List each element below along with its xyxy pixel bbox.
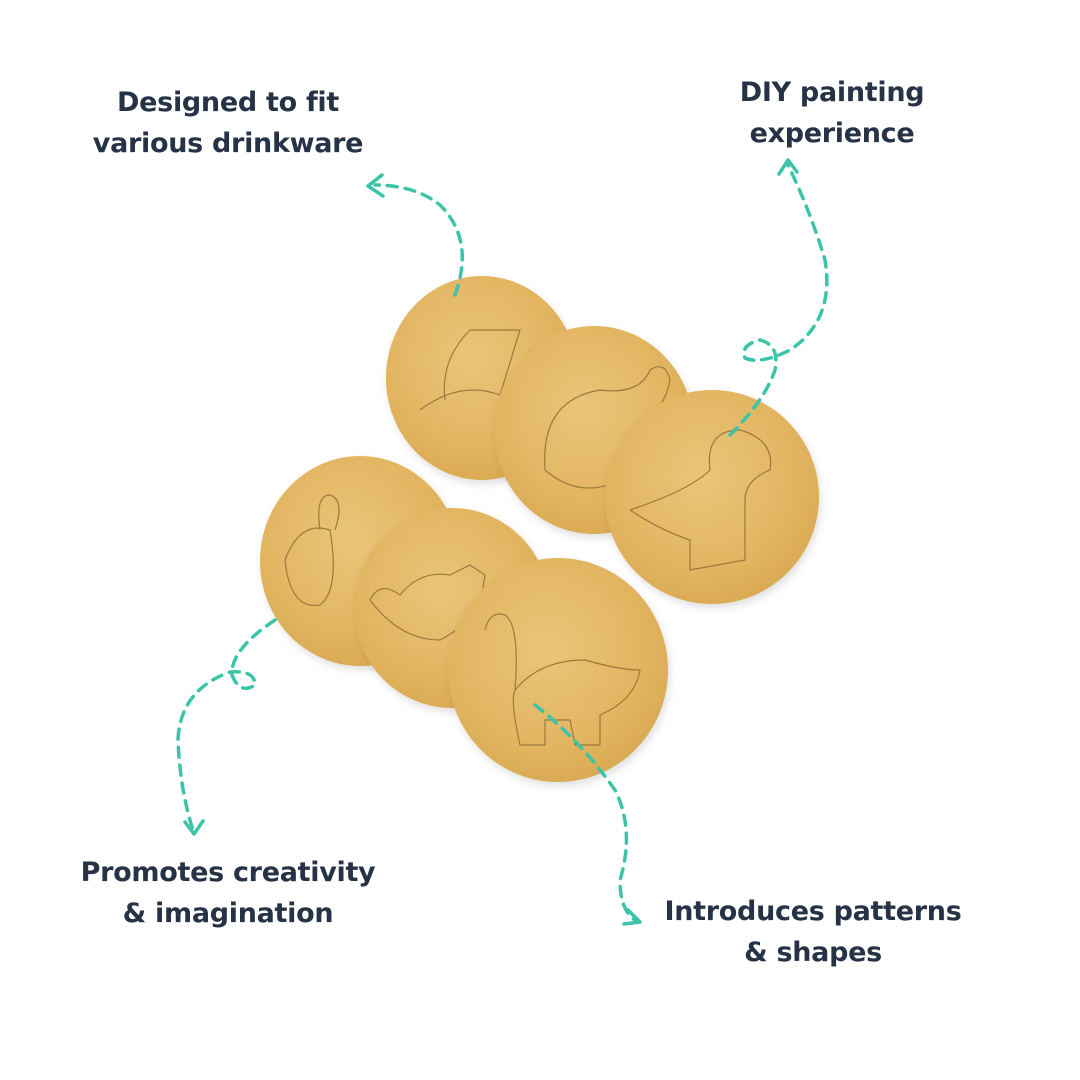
arrow-creativity xyxy=(176,618,277,832)
coaster-trex xyxy=(605,390,819,604)
feature-line: Designed to fit xyxy=(117,87,339,118)
feature-label-diy: DIY painting experience xyxy=(740,72,925,154)
arrow-diy xyxy=(728,163,829,437)
coaster-brontosaurus xyxy=(448,558,668,782)
feature-line: & imagination xyxy=(122,898,334,929)
arrow-drinkware xyxy=(373,183,465,297)
dashed-arrows xyxy=(176,163,829,922)
arrowhead-right-icon xyxy=(622,908,642,926)
arrow-patterns xyxy=(533,703,637,922)
feature-label-patterns: Introduces patterns & shapes xyxy=(665,891,962,973)
feature-line: various drinkware xyxy=(92,128,364,159)
arrowhead-up-icon xyxy=(777,158,799,176)
feature-line: Introduces patterns xyxy=(664,896,962,927)
feature-label-creativity: Promotes creativity & imagination xyxy=(81,852,376,934)
arrowhead-down-icon xyxy=(183,819,205,836)
feature-line: Promotes creativity xyxy=(80,857,376,888)
arrowhead-left-icon xyxy=(366,173,385,198)
feature-label-drinkware: Designed to fit various drinkware xyxy=(92,82,364,164)
feature-line: & shapes xyxy=(744,937,882,968)
feature-line: DIY painting xyxy=(739,77,925,108)
feature-line: experience xyxy=(749,118,915,149)
